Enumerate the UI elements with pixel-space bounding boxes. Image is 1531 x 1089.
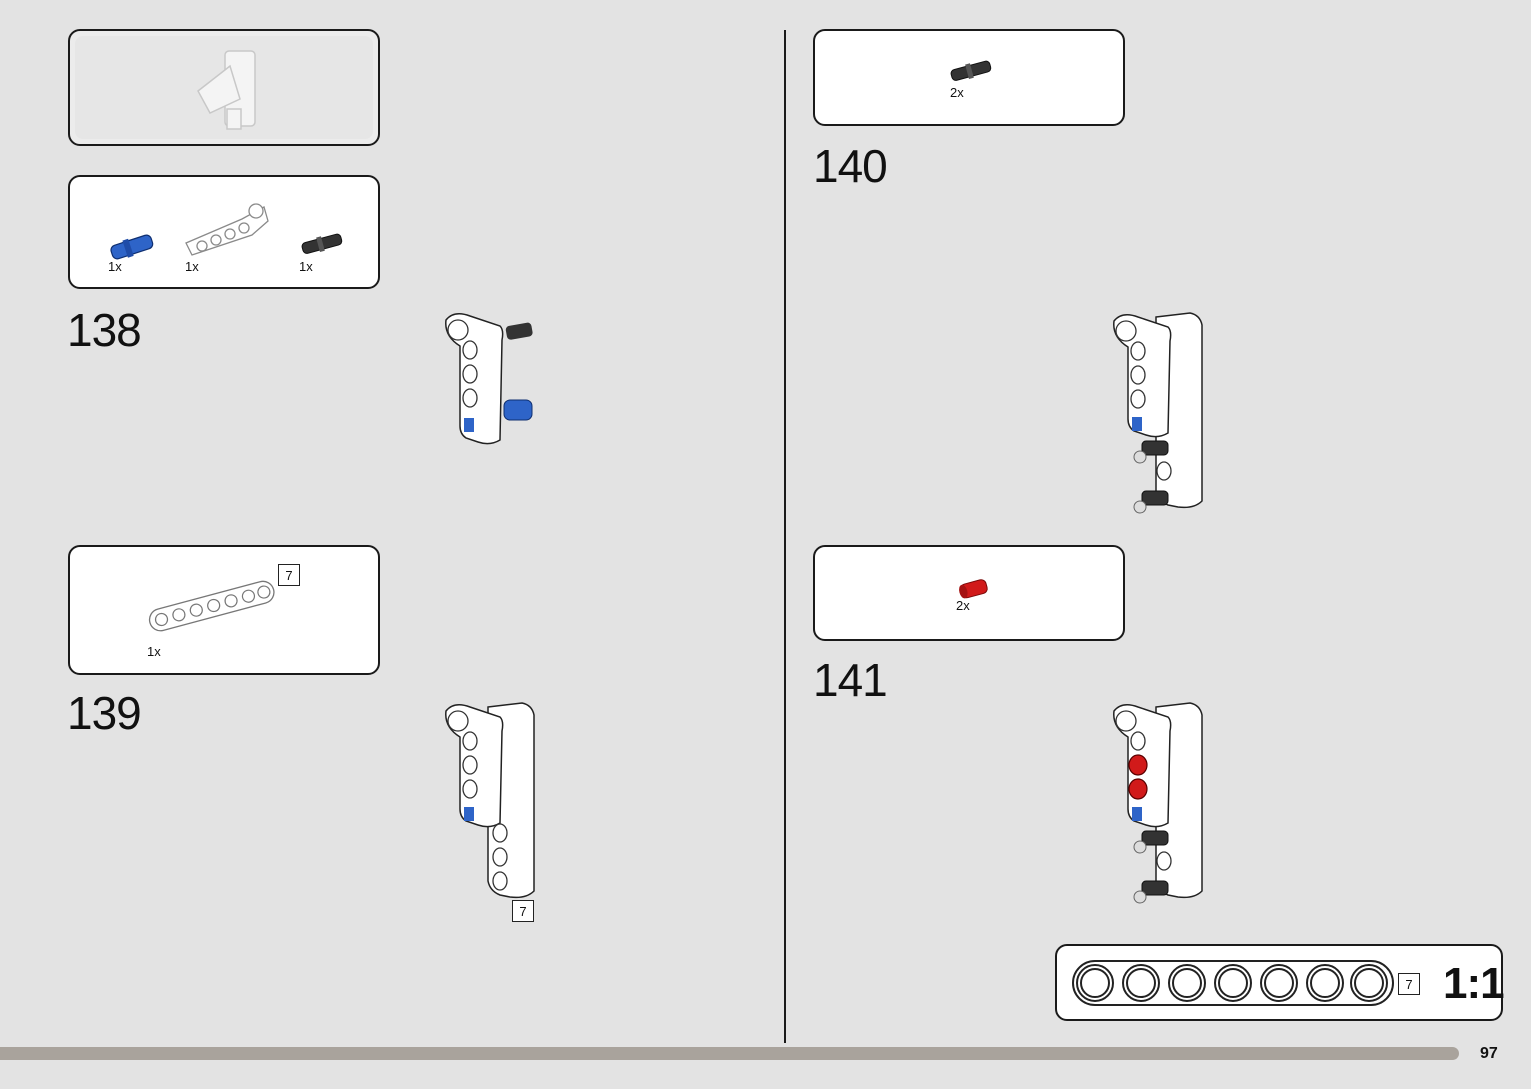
sub-assembly-reference xyxy=(68,29,380,146)
page-divider xyxy=(784,30,786,1043)
red-bush-icon xyxy=(959,579,988,599)
part-qty: 1x xyxy=(147,644,161,659)
parts-box-step-140: 2x xyxy=(813,29,1125,126)
scale-guide-box: 7 1:1 xyxy=(1055,944,1505,1021)
blue-axle-pin-icon xyxy=(110,234,154,260)
part-qty: 2x xyxy=(950,85,964,100)
part-qty: 2x xyxy=(956,598,970,613)
beam-7-icon xyxy=(148,580,275,632)
step-number-139: 139 xyxy=(67,687,142,739)
step-141-model-icon xyxy=(1113,702,1203,904)
step-number-140: 140 xyxy=(813,140,888,192)
parts-box-step-141: 2x xyxy=(813,545,1125,641)
black-friction-pin-icon xyxy=(301,233,343,254)
part-qty: 1x xyxy=(299,259,313,274)
scale-length-badge: 7 xyxy=(1398,973,1420,995)
step-number-141: 141 xyxy=(813,654,888,706)
sub-assembly-ghost-icon xyxy=(197,50,256,130)
step-number-138: 138 xyxy=(67,304,142,356)
parts-box-step-139: 7 1x xyxy=(68,545,380,675)
black-friction-pin-icon xyxy=(950,60,992,81)
part-qty: 1x xyxy=(108,259,122,274)
step-139-model-icon xyxy=(445,702,535,899)
step-140-model-icon xyxy=(1113,312,1203,514)
step-138-model-icon xyxy=(445,313,533,445)
callout-length-badge: 7 xyxy=(512,900,534,922)
part-qty: 1x xyxy=(185,259,199,274)
page-number: 97 xyxy=(1480,1045,1498,1062)
progress-bar xyxy=(0,1047,1459,1060)
angled-beam-icon xyxy=(185,203,269,256)
beam-length-badge: 7 xyxy=(278,564,300,586)
beam-7-scale-icon xyxy=(1072,960,1394,1006)
scale-label: 1:1 xyxy=(1443,959,1505,1008)
parts-box-step-138: 1x 1x 1x xyxy=(68,175,380,289)
